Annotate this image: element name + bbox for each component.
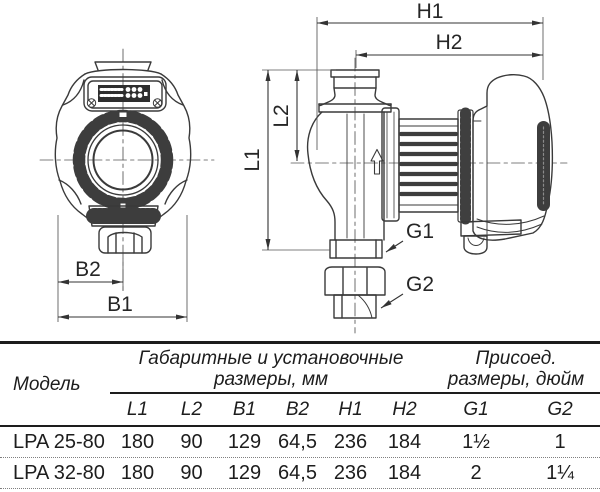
dim-label-g1: G1 bbox=[406, 220, 434, 243]
dimension-lines bbox=[58, 20, 543, 320]
dimension-annotations: H1 H2 L1 L2 B2 B1 G1 G2 bbox=[57, 0, 544, 322]
leader-g1 bbox=[385, 240, 404, 253]
stator-ring bbox=[72, 109, 174, 211]
group-header-dimensions-line1: Габаритные и установочные bbox=[138, 348, 404, 369]
table-row: LPA 32-80 180 90 129 64,5 236 184 2 1¼ bbox=[0, 458, 600, 489]
value-b1: 129 bbox=[227, 430, 262, 453]
column-header-l2: L2 bbox=[180, 398, 203, 420]
value-h1: 236 bbox=[333, 461, 368, 484]
screw-icon bbox=[86, 98, 163, 108]
pump-technical-drawing: H1 H2 L1 L2 B2 B1 G1 G2 bbox=[39, 0, 568, 334]
dimensions-table: Модель Габаритные и установочные размеры… bbox=[0, 341, 600, 489]
cooling-fins bbox=[398, 131, 459, 197]
value-l1: 180 bbox=[120, 430, 155, 453]
leader-g2 bbox=[380, 293, 404, 309]
column-header-l1: L1 bbox=[126, 398, 149, 420]
column-header-h2: H2 bbox=[392, 398, 417, 420]
rib-ring bbox=[457, 107, 474, 225]
value-h2: 184 bbox=[387, 461, 422, 484]
model-column-header: Модель bbox=[13, 373, 81, 395]
top-tab bbox=[94, 61, 152, 71]
group-header-connections-line2: размеры, дюйм bbox=[447, 369, 585, 390]
front-view-centerlines bbox=[39, 48, 215, 292]
table-row: LPA 25-80 180 90 129 64,5 236 184 1½ 1 bbox=[0, 427, 600, 458]
motor-body bbox=[398, 118, 459, 213]
value-l2: 90 bbox=[180, 430, 203, 453]
group-header-dimensions-line2: размеры, мм bbox=[213, 369, 329, 390]
value-b2: 64,5 bbox=[278, 430, 317, 453]
dim-label-l2: L2 bbox=[270, 104, 293, 127]
value-b2: 64,5 bbox=[278, 461, 317, 484]
terminal-box bbox=[460, 73, 554, 255]
lobe-line bbox=[62, 79, 85, 106]
mounting-bracket bbox=[460, 219, 522, 237]
g1-threaded-port bbox=[329, 239, 383, 259]
table-header: Модель Габаритные и установочные размеры… bbox=[0, 341, 600, 427]
lobe-line bbox=[58, 179, 82, 205]
display-leds bbox=[125, 87, 148, 98]
pump-volute bbox=[306, 111, 385, 259]
pump-head-body bbox=[84, 68, 162, 75]
dim-label-b1: B1 bbox=[107, 293, 133, 316]
group-header-dimensions: Габаритные и установочные размеры, мм bbox=[110, 344, 432, 394]
ribbed-collar bbox=[86, 205, 161, 227]
value-l2: 90 bbox=[180, 461, 203, 484]
value-g2: 1¼ bbox=[546, 461, 574, 484]
dim-label-b2: B2 bbox=[75, 258, 101, 281]
dim-label-h1: H1 bbox=[417, 0, 444, 23]
dim-label-g2: G2 bbox=[406, 273, 434, 296]
support-foot bbox=[463, 235, 488, 255]
model-name: LPA 25-80 bbox=[13, 430, 105, 453]
model-name: LPA 32-80 bbox=[13, 461, 105, 484]
value-h1: 236 bbox=[333, 430, 368, 453]
value-l1: 180 bbox=[120, 461, 155, 484]
column-header-g2: G2 bbox=[547, 398, 573, 420]
value-g1: 1½ bbox=[462, 430, 490, 453]
dim-label-h2: H2 bbox=[436, 31, 463, 54]
value-b1: 129 bbox=[227, 461, 262, 484]
lobe-line bbox=[161, 79, 184, 106]
group-header-connections-line1: Присоед. bbox=[475, 348, 557, 369]
value-h2: 184 bbox=[387, 430, 422, 453]
value-g2: 1 bbox=[554, 430, 566, 453]
dim-label-l1: L1 bbox=[241, 148, 264, 171]
union-nut bbox=[324, 266, 386, 319]
front-view bbox=[39, 48, 215, 292]
side-view-centerlines bbox=[290, 57, 568, 334]
group-header-connections: Присоед. размеры, дюйм bbox=[432, 344, 600, 394]
side-view bbox=[290, 57, 568, 334]
column-header-b2: B2 bbox=[285, 398, 310, 420]
control-display bbox=[83, 76, 167, 112]
lobe-line bbox=[164, 179, 188, 205]
column-header-g1: G1 bbox=[463, 398, 489, 420]
value-g1: 2 bbox=[470, 461, 482, 484]
column-header-b1: B1 bbox=[232, 398, 257, 420]
flow-arrow-icon bbox=[370, 148, 384, 175]
column-header-h1: H1 bbox=[338, 398, 363, 420]
bottom-port-block bbox=[98, 226, 152, 254]
